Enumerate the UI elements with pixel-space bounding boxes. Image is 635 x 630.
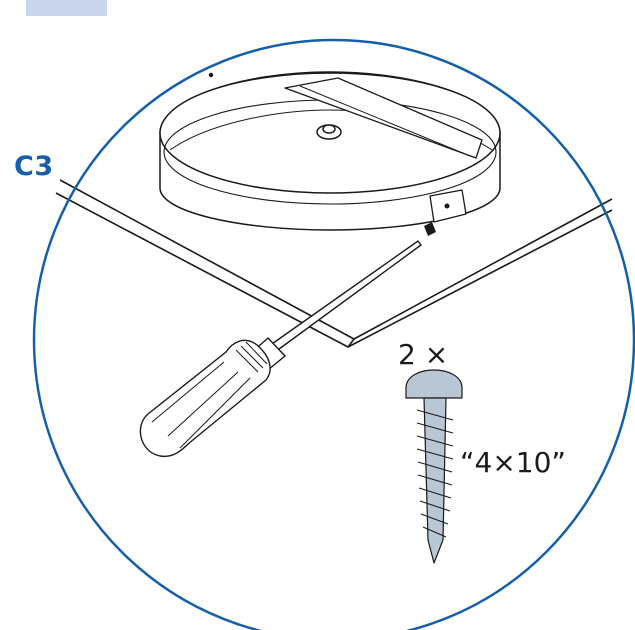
screw-size: “4×10” bbox=[460, 446, 566, 479]
screwdriver-icon bbox=[139, 240, 422, 458]
ceiling-panel bbox=[55, 179, 613, 348]
ceiling-mount-icon bbox=[159, 71, 501, 236]
detail-callout-circle bbox=[32, 38, 635, 630]
step-label: C3 bbox=[14, 151, 54, 182]
screw-icon bbox=[405, 369, 463, 564]
screw-quantity: 2 × bbox=[398, 338, 449, 371]
corner-tab bbox=[26, 0, 107, 16]
